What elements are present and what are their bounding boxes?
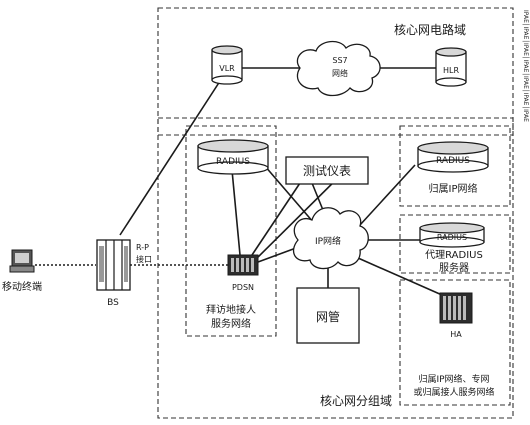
ha-label: HA xyxy=(450,330,462,339)
link-tester-pdsn xyxy=(251,182,301,256)
ip-network-cloud: IP网络 xyxy=(293,207,369,270)
proxy-radius-caption-1: 代理RADIUS xyxy=(425,249,483,261)
vlr-database-icon: VLR xyxy=(211,45,243,85)
link-ip-ha xyxy=(357,257,443,296)
proxy-radius-server-icon: RADIUS xyxy=(419,222,485,248)
visited-network-boundary xyxy=(185,125,277,337)
mobile-terminal-icon xyxy=(9,249,35,273)
home-ip-network-boundary xyxy=(399,125,511,207)
link-pdsn-ip xyxy=(257,247,297,263)
mobile-terminal-label: 移动终端 xyxy=(2,280,42,293)
link-visited-radius-pdsn xyxy=(231,169,241,256)
home-agent-network-boundary xyxy=(399,279,511,406)
rp-label: R-P xyxy=(136,243,149,252)
visited-radius-server-icon: RADIUS xyxy=(197,139,269,175)
test-instrument-label: 测试仪表 xyxy=(303,163,351,178)
proxy-radius-boundary xyxy=(399,214,511,274)
home-agent-icon xyxy=(439,292,473,324)
circuit-domain-label: 核心网电路域 xyxy=(394,22,466,37)
home-agent-caption-2: 或归属接人服务网络 xyxy=(413,386,494,398)
proxy-radius-caption-2: 服务器 xyxy=(439,261,469,274)
visited-network-caption-1: 拜访地接人 xyxy=(206,303,256,316)
test-instrument-box xyxy=(285,156,369,185)
bs-label: BS xyxy=(107,298,119,308)
base-station-icon xyxy=(96,239,131,291)
proxy-radius-label: RADIUS xyxy=(437,233,467,242)
home-agent-caption-1: 归属IP网络、专网 xyxy=(418,373,489,385)
visited-radius-label: RADIUS xyxy=(216,157,250,167)
packet-domain-label: 核心网分组域 xyxy=(320,394,392,408)
side-text: IPAE│IPAE│IPAE│IPAE│IPAE│IPAE│IPAE xyxy=(522,10,530,122)
pdsn-label: PDSN xyxy=(232,283,254,292)
hlr-database-icon: HLR xyxy=(435,47,467,87)
network-management-box xyxy=(296,287,360,344)
packet-domain-boundary xyxy=(157,117,514,419)
vlr-label: VLR xyxy=(219,64,235,73)
link-visited-radius-ip xyxy=(257,157,321,231)
visited-network-caption-2: 服务网络 xyxy=(211,317,251,330)
ss7-label: SS7 xyxy=(332,56,347,65)
ss7-network-label: 网络 xyxy=(332,68,348,78)
ss7-network-cloud: SS7 网络 xyxy=(296,40,381,97)
link-ip-home-radius xyxy=(359,164,416,226)
hlr-label: HLR xyxy=(443,66,459,75)
network-management-label: 网管 xyxy=(316,309,340,324)
link-bs-vlr xyxy=(119,77,223,236)
home-radius-label: RADIUS xyxy=(436,156,470,166)
rp-interface-label: 接口 xyxy=(136,254,152,264)
ip-network-label: IP网络 xyxy=(315,235,341,247)
circuit-domain-boundary xyxy=(157,7,514,136)
pdsn-icon xyxy=(227,254,259,276)
home-radius-server-icon: RADIUS xyxy=(417,141,489,173)
home-ip-network-caption: 归属IP网络 xyxy=(429,182,478,195)
